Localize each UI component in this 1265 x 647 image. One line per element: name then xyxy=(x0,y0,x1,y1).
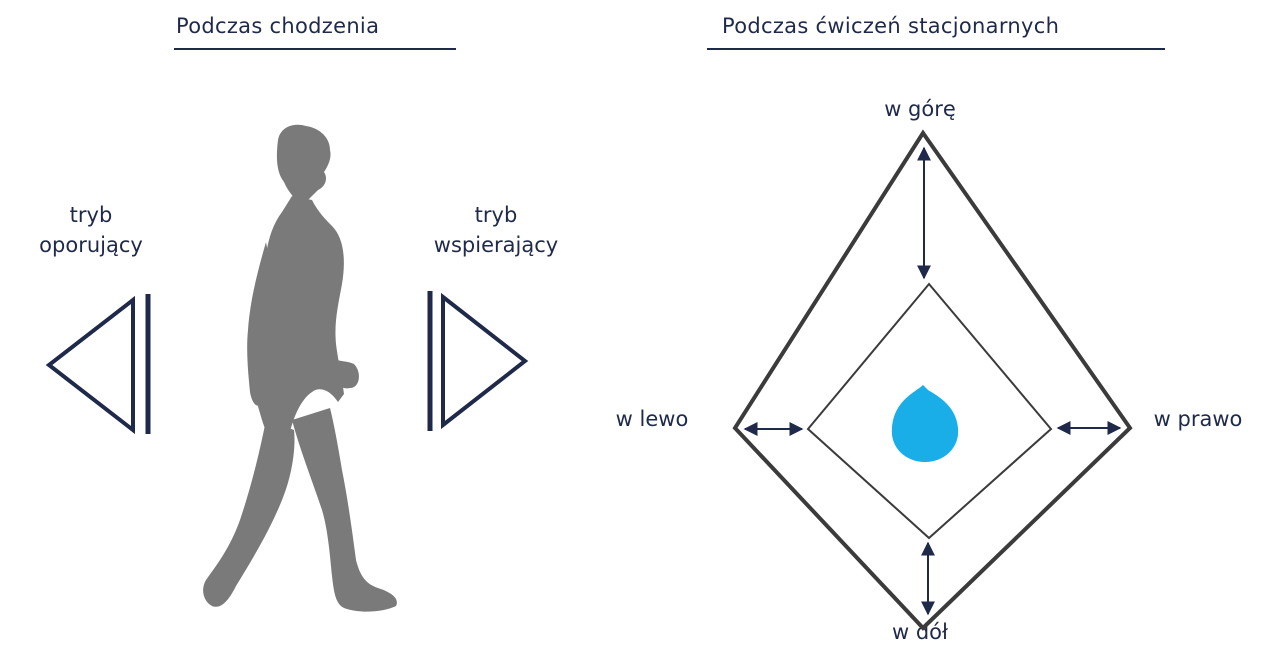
center-drop-icon xyxy=(892,385,958,462)
assistive-mode-icon xyxy=(430,291,525,431)
resistive-mode-icon xyxy=(49,294,148,434)
walking-person-icon xyxy=(203,125,397,612)
outer-range-diamond xyxy=(735,133,1130,628)
